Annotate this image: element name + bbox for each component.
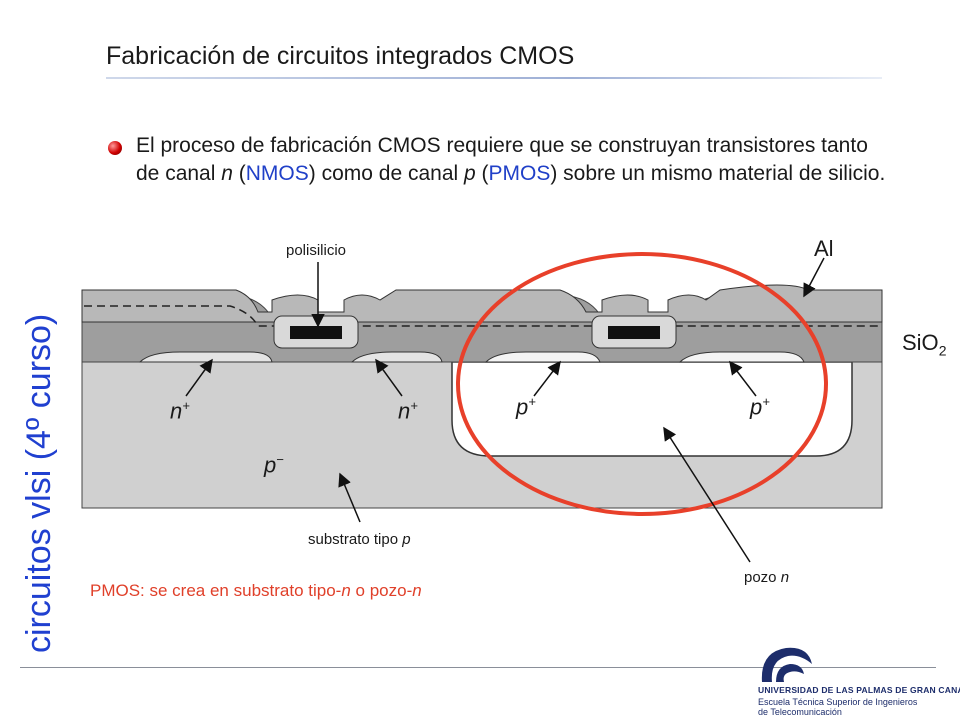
p-minus-label: p− (264, 452, 284, 478)
n-plus-right-label: n+ (398, 398, 418, 424)
slide-title: Fabricación de circuitos integrados CMOS (106, 42, 575, 70)
substrato-label: substrato tipo p (308, 531, 411, 548)
bullet-text: El proceso de fabricación CMOS requiere … (136, 134, 886, 185)
university-logo-icon (761, 647, 812, 682)
pmos-highlight-ellipse (456, 252, 828, 516)
bullet-icon (108, 141, 122, 155)
school-name-line1: Escuela Técnica Superior de Ingenieros (758, 697, 918, 707)
footer-divider (20, 667, 936, 668)
university-name: UNIVERSIDAD DE LAS PALMAS DE GRAN CANARI… (758, 685, 960, 695)
pmos-note: PMOS: se crea en substrato tipo-n o pozo… (90, 581, 422, 600)
n-plus-left-arrow (185, 358, 213, 397)
p-plus-left-region (484, 351, 601, 363)
pozo-arrow (663, 426, 751, 563)
school-name-line2: de Telecomunicación (758, 707, 842, 717)
pmos-polysilicon-gate (608, 326, 660, 339)
substrato-arrow (338, 472, 361, 523)
sio2-label: SiO2 (902, 330, 947, 359)
polisilicio-label: polisilicio (286, 242, 347, 259)
n-well (451, 361, 853, 457)
p-plus-right-region (678, 351, 805, 363)
n-plus-right-region (350, 351, 443, 363)
al-label: Al (814, 236, 834, 261)
n-plus-right-arrow (375, 358, 403, 397)
oxide-dashed-line (84, 305, 880, 327)
n-plus-left-region (138, 351, 273, 363)
n-plus-left-label: n+ (170, 398, 190, 424)
pozo-label: pozo n (744, 569, 790, 586)
nmos-polysilicon-gate (290, 326, 342, 339)
al-arrow (803, 257, 825, 298)
p-plus-right-label: p+ (750, 394, 770, 420)
nmos-keyword: NMOS (245, 162, 309, 185)
p-plus-left-label: p+ (516, 394, 536, 420)
p-plus-right-arrow (729, 360, 757, 397)
pmos-keyword: PMOS (488, 162, 551, 185)
title-underline (106, 77, 882, 79)
aluminum-layer (81, 284, 883, 323)
p-plus-left-arrow (533, 360, 561, 397)
